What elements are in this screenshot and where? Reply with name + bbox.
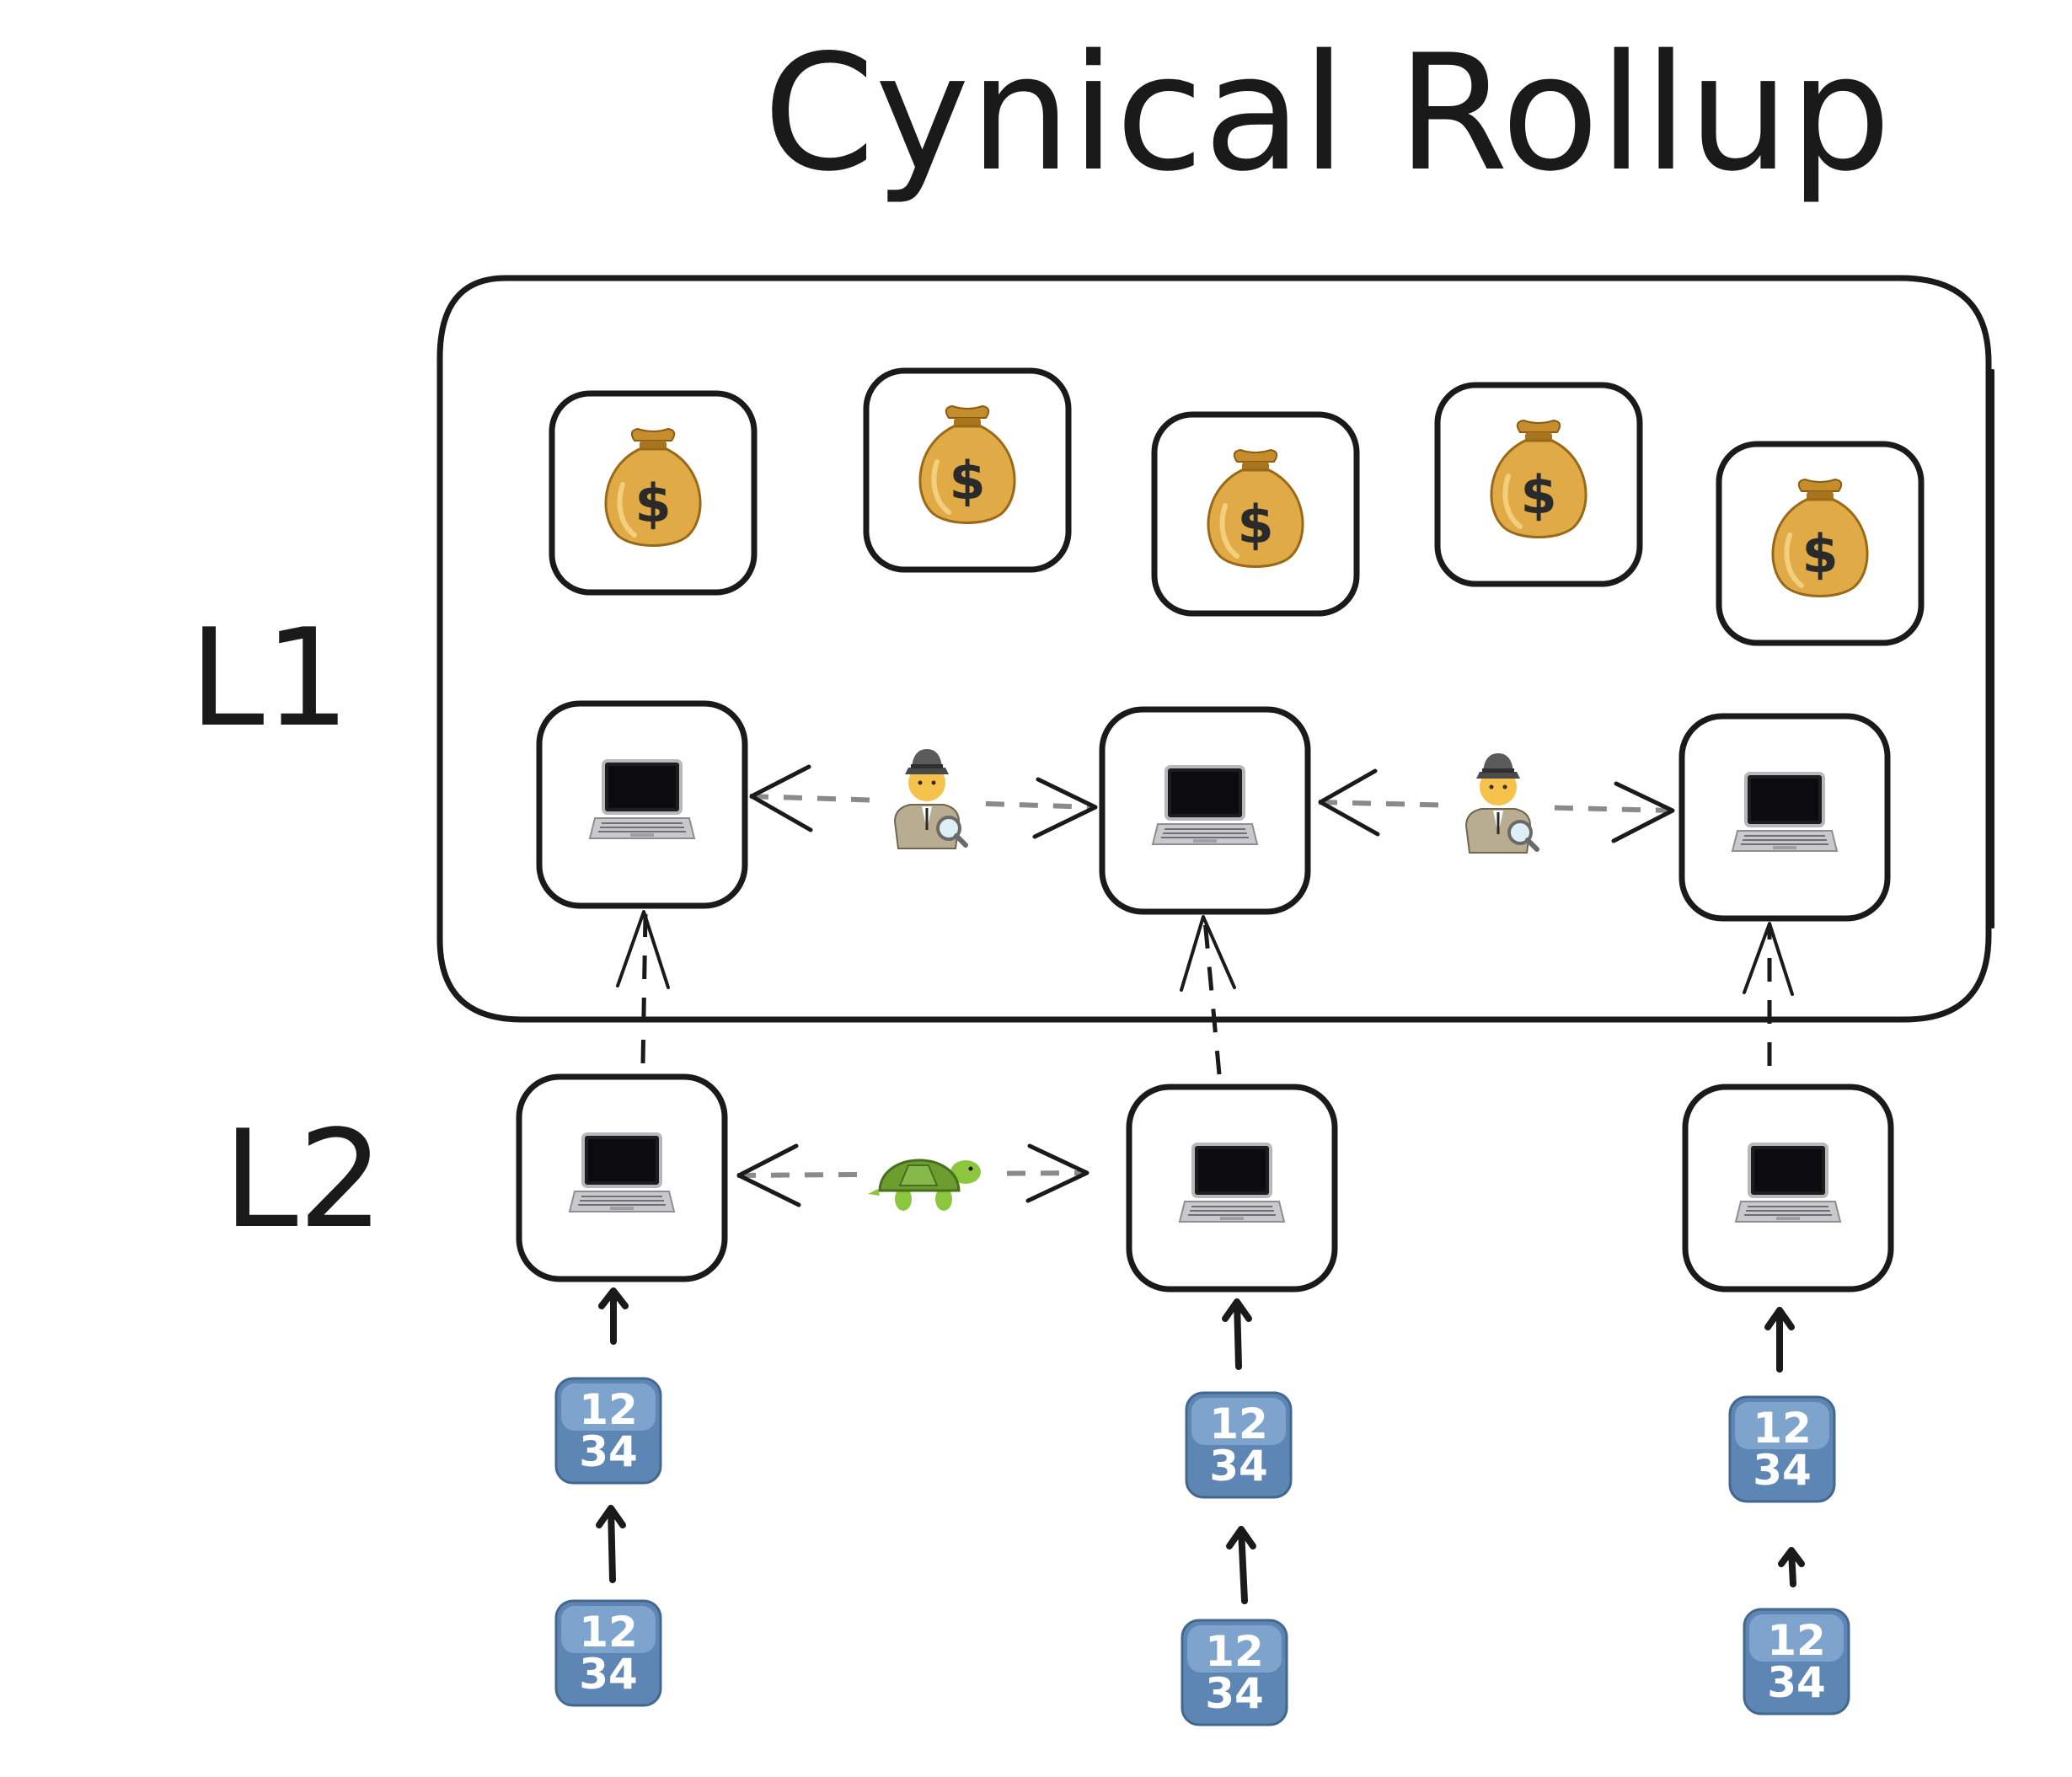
arrowhead-left [749, 764, 813, 832]
input-tile: 12 34 [1743, 1608, 1850, 1715]
l1-node-3 [1678, 713, 1891, 922]
l1-container [436, 275, 1992, 1023]
input-tile: 12 34 [1181, 1619, 1288, 1726]
arrow-up [1226, 1526, 1256, 1604]
arrow-up [1778, 1547, 1805, 1587]
money-box-2 [863, 367, 1072, 573]
arrowhead-right [1611, 781, 1675, 843]
arrowhead-left [1318, 768, 1380, 837]
input-arrows [596, 1287, 1805, 1604]
money-box-3 [1151, 411, 1360, 617]
arrowhead-up [1743, 922, 1794, 996]
layer-label-l1: L1 [190, 599, 351, 757]
l2-node-1 [516, 1073, 728, 1282]
settle-link-1 [616, 910, 670, 1064]
svg-text:34: 34 [1209, 1442, 1268, 1491]
input-numbers-icon: 12 [1767, 1616, 1826, 1665]
arrowhead-right [1032, 777, 1098, 839]
money-box-5 [1716, 441, 1925, 646]
arrow-up [598, 1287, 629, 1345]
layer-label-l2: L2 [223, 1100, 384, 1258]
arrowhead-up [1180, 915, 1236, 992]
svg-text:34: 34 [1767, 1658, 1826, 1707]
input-numbers-icon: 12 [1753, 1404, 1812, 1453]
laptop-icon [588, 759, 696, 840]
input-numbers-icon: 12 [579, 1385, 638, 1434]
l1-node-2 [1099, 706, 1311, 915]
arrow-up [596, 1505, 626, 1583]
arrow-up [1222, 1298, 1252, 1370]
laptop-icon [1734, 1143, 1842, 1223]
l1-node-1 [536, 700, 748, 909]
input-numbers-icon: 12 [1209, 1400, 1268, 1448]
l2-node-3 [1682, 1084, 1894, 1293]
input-tile: 12 34 [1185, 1391, 1293, 1499]
l2-link-1-2 [736, 1121, 1090, 1230]
input-tile: 12 34 [1728, 1395, 1836, 1503]
money-bag-icon [920, 406, 1015, 523]
money-box-1 [549, 390, 758, 596]
input-tile: 12 34 [554, 1599, 662, 1707]
l2-nodes [516, 1073, 1894, 1293]
laptop-icon [1178, 1143, 1286, 1223]
money-bag-icon [1773, 479, 1867, 597]
arrow-up [1764, 1307, 1795, 1373]
l1-link-2-3 [1318, 746, 1675, 855]
l1-links [749, 741, 1675, 855]
settle-link-3 [1743, 922, 1794, 1066]
money-bag-icon [1208, 450, 1303, 567]
laptop-icon [1151, 765, 1259, 846]
laptop-icon [1731, 772, 1839, 853]
l1-link-1-2 [749, 741, 1098, 851]
svg-text:34: 34 [579, 1650, 638, 1699]
arrowhead-right [1025, 1143, 1090, 1203]
input-numbers-icon: 12 [579, 1608, 638, 1657]
input-tiles: 12 34 12 34 12 34 12 34 12 34 [554, 1377, 1850, 1726]
money-box-4 [1434, 382, 1643, 587]
arrowhead-left [736, 1143, 801, 1207]
svg-text:34: 34 [1205, 1669, 1264, 1718]
input-tile: 12 34 [554, 1377, 662, 1485]
l2-to-l1-links [616, 910, 1794, 1075]
laptop-icon [568, 1132, 676, 1213]
l2-node-2 [1126, 1084, 1338, 1293]
l1-nodes [536, 700, 1891, 922]
arrowhead-up [616, 910, 670, 989]
money-bag-icon [606, 429, 700, 546]
svg-text:34: 34 [1753, 1446, 1812, 1495]
money-bag-icon [1491, 420, 1586, 538]
settle-link-2 [1180, 915, 1236, 1075]
svg-text:34: 34 [579, 1427, 638, 1476]
money-bag-boxes [549, 367, 1925, 646]
diagram-title: Cynical Rollup [763, 20, 1892, 206]
input-numbers-icon: 12 [1205, 1627, 1264, 1676]
